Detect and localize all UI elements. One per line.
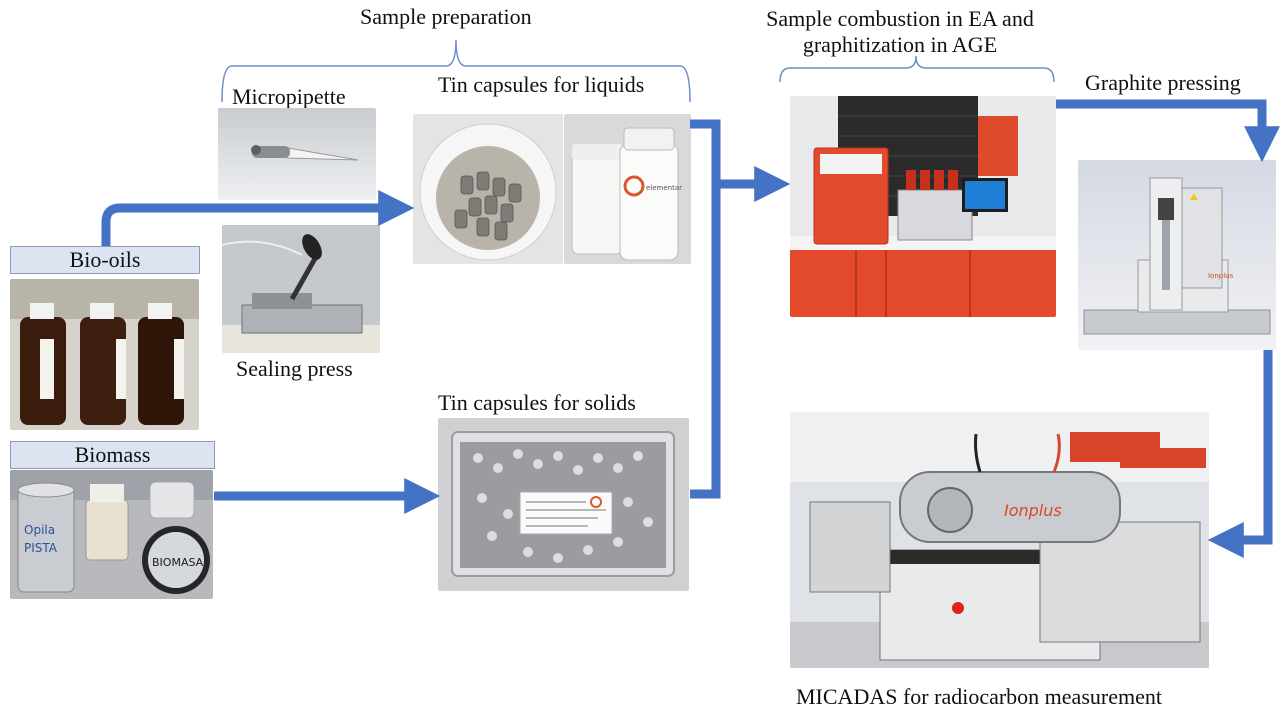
bio-oils-photo — [10, 279, 199, 430]
biomass-label-box: Biomass — [10, 441, 215, 469]
arrow-to-micadas — [1207, 350, 1273, 558]
micropipette-photo — [218, 108, 376, 200]
tin-capsules-solids-label: Tin capsules for solids — [438, 390, 636, 415]
tin-capsules-liquids-label: Tin capsules for liquids — [438, 72, 645, 97]
combustion-label-line1: Sample combustion in EA and — [766, 6, 1034, 31]
sealing-press-label: Sealing press — [236, 356, 353, 381]
tin-capsules-solids-photo — [438, 418, 689, 591]
tin-capsules-liquids-bowl-photo — [413, 114, 563, 264]
biomasa-photo-text: BIOMASA — [152, 556, 204, 569]
arrow-collector — [690, 119, 721, 499]
elementar-jar-text: elementar — [646, 184, 682, 192]
sample-preparation-label: Sample preparation — [360, 4, 532, 29]
graphite-press-photo: Ionplus — [1078, 160, 1276, 350]
micadas-photo: Ionplus — [790, 412, 1209, 668]
combustion-label: Sample combustion in EA and graphitizati… — [745, 6, 1055, 58]
ea-age-lab-photo — [790, 96, 1056, 317]
combustion-label-line2: graphitization in AGE — [802, 32, 998, 57]
svg-text:PISTA: PISTA — [24, 541, 58, 555]
tin-capsules-liquids-jars-photo: elementar — [564, 114, 691, 264]
ionplus-micadas-text: Ionplus — [1004, 501, 1062, 520]
ionplus-press-text: Ionplus — [1208, 272, 1234, 280]
bio-oils-label-box: Bio-oils — [10, 246, 200, 274]
svg-text:Opila: Opila — [24, 523, 55, 537]
micadas-label: MICADAS for radiocarbon measurement — [796, 684, 1162, 709]
graphite-pressing-label: Graphite pressing — [1085, 70, 1241, 95]
micropipette-label: Micropipette — [232, 84, 346, 109]
sealing-press-photo — [222, 225, 380, 353]
arrow-to-graphite-press — [1056, 99, 1280, 163]
biomass-photo: Opila PISTA BIOMASA — [10, 470, 213, 599]
combustion-bracket — [779, 55, 1055, 83]
